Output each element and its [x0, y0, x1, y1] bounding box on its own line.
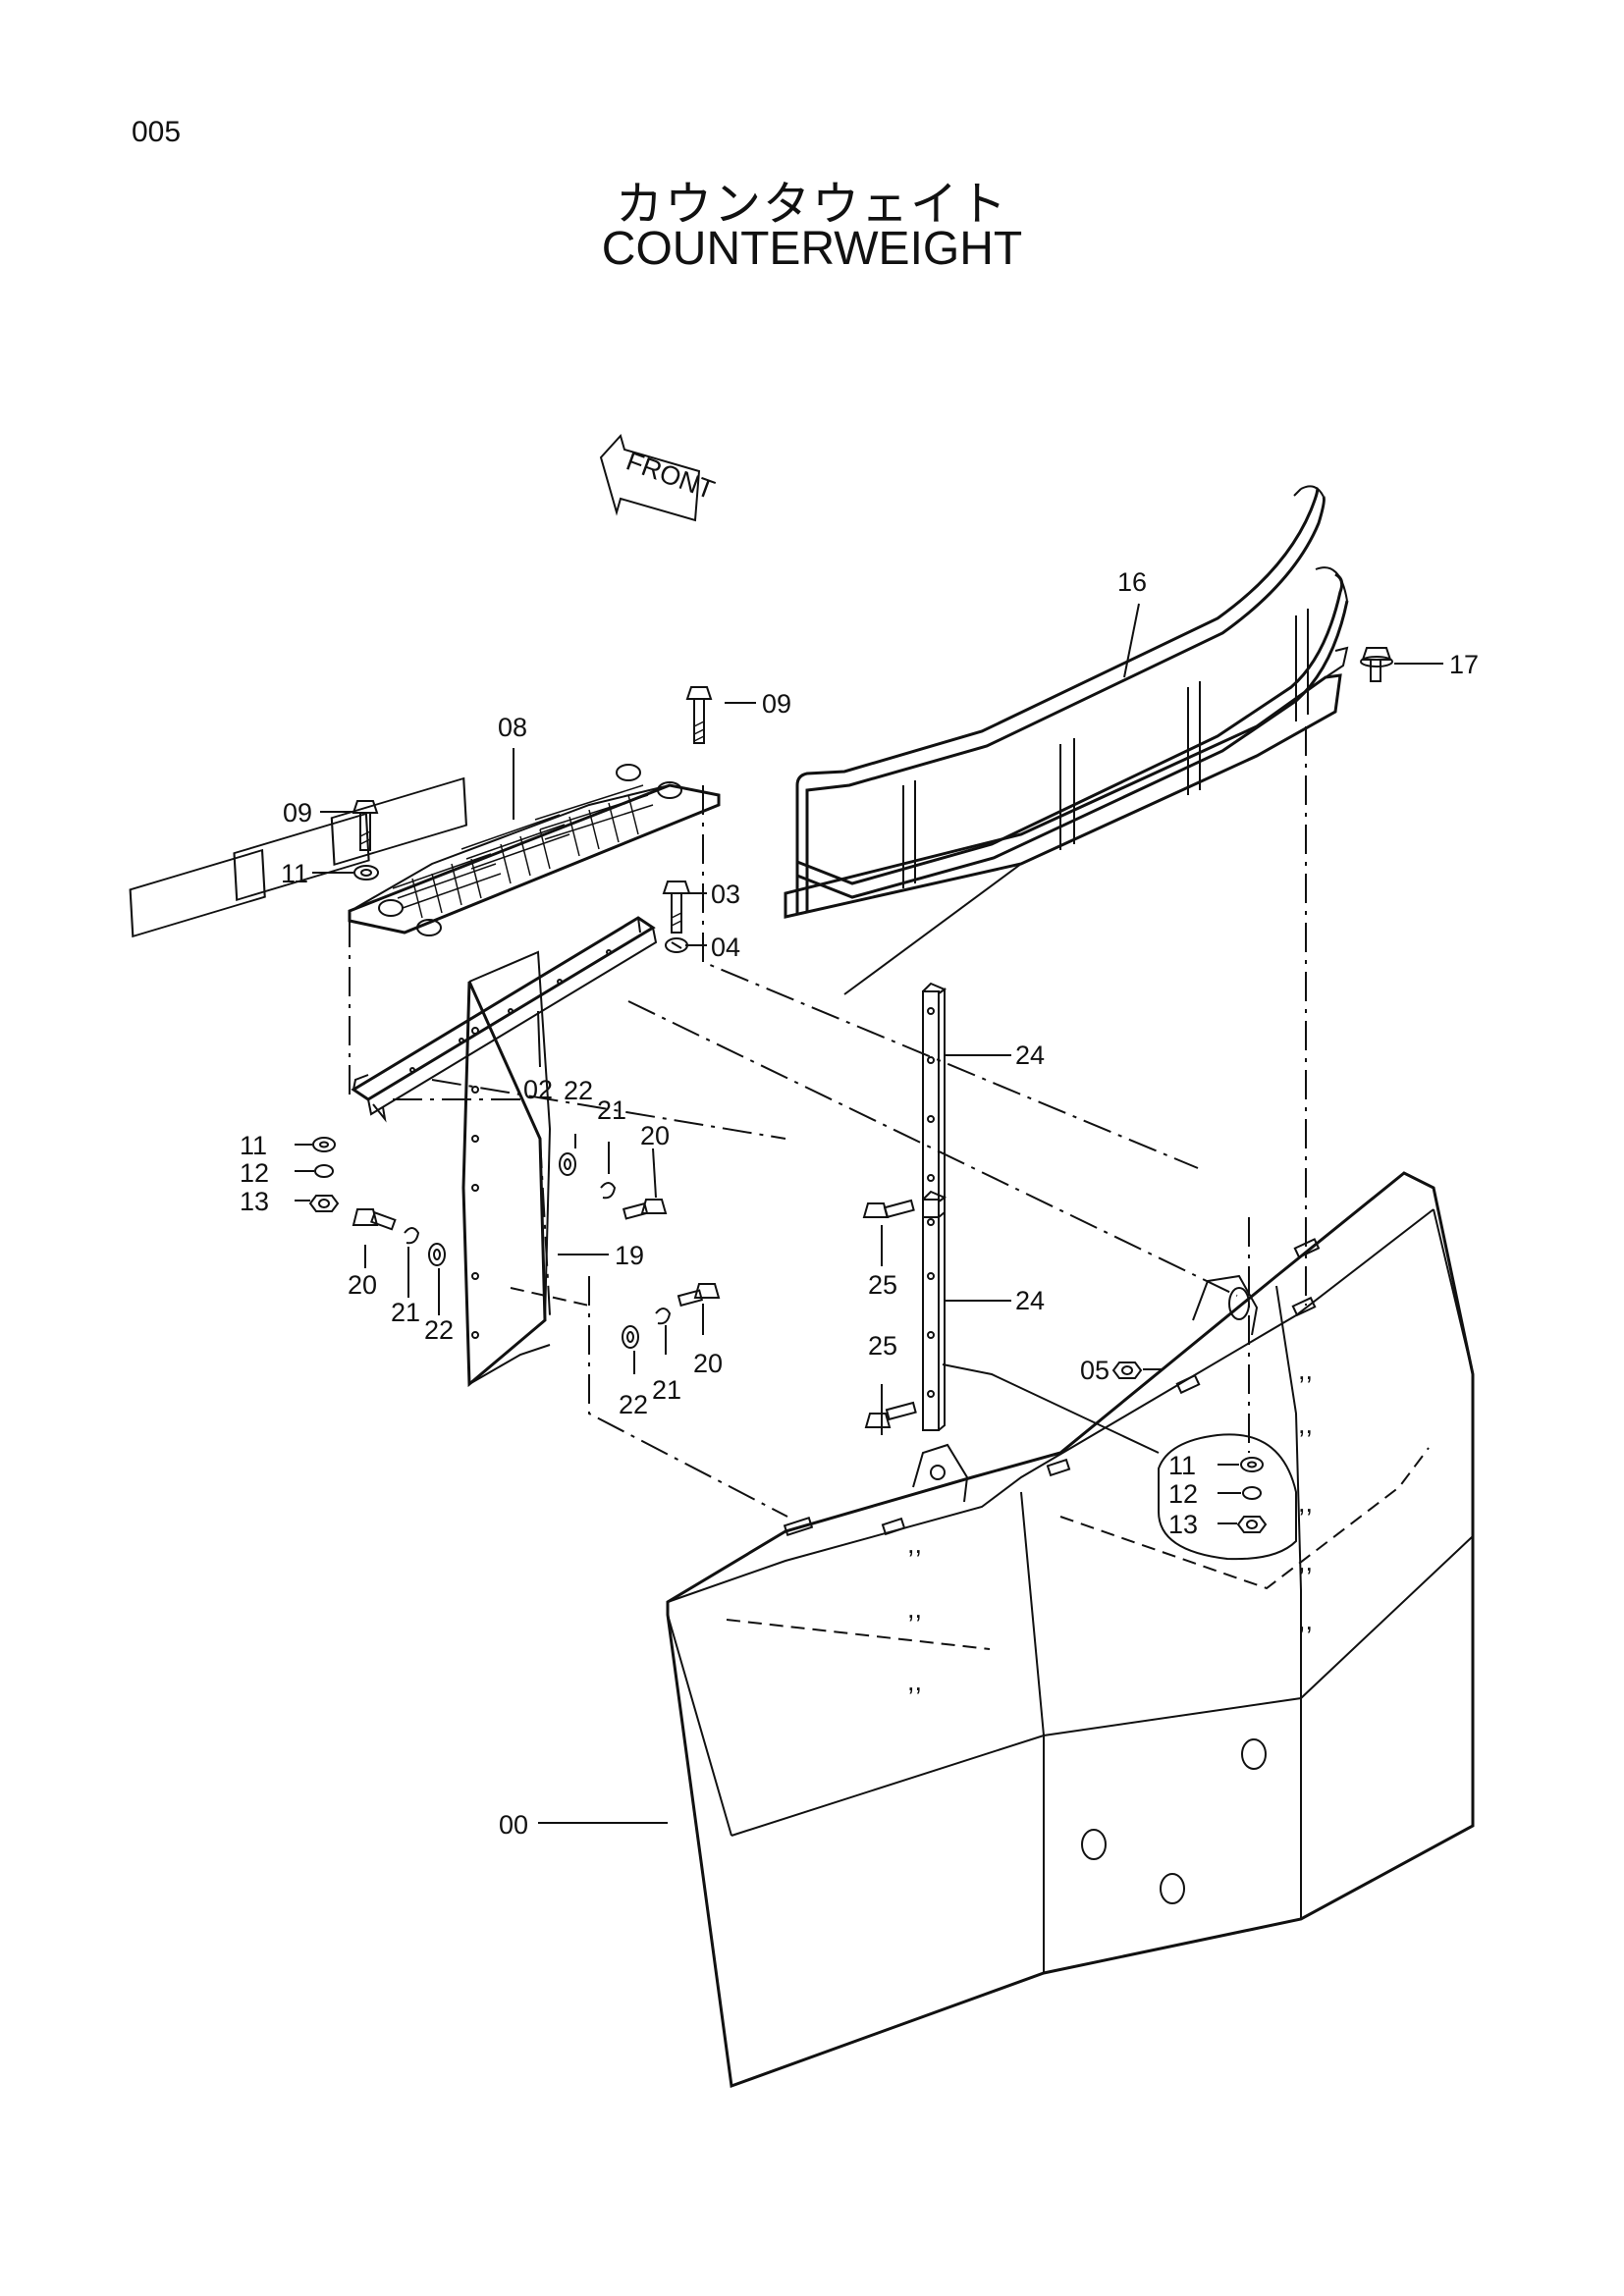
label-part-12-left: 12 — [240, 1158, 269, 1188]
bolt-20-lower — [677, 1283, 721, 1308]
label-part-11-left: 11 — [240, 1131, 267, 1160]
label-part-22-left: 22 — [424, 1315, 454, 1345]
label-part-13-left: 13 — [240, 1187, 269, 1216]
label-part-12-right: 12 — [1168, 1479, 1198, 1509]
label-part-08: 08 — [498, 713, 527, 742]
counterweight-body: ,, ,, ,, ,, ,, ,, ,, ,, — [666, 1171, 1475, 2089]
svg-text:,,: ,, — [1298, 1410, 1313, 1439]
stay-plates — [922, 982, 947, 1431]
label-part-24-lower: 24 — [1015, 1286, 1045, 1315]
bolt-20-upper — [622, 1199, 668, 1220]
label-part-13-right: 13 — [1168, 1510, 1198, 1539]
label-part-16: 16 — [1117, 567, 1147, 597]
front-arrow-label: FRONT — [623, 446, 719, 505]
handrail — [784, 485, 1349, 995]
side-bracket — [461, 950, 552, 1388]
label-part-20-left: 20 — [348, 1270, 377, 1300]
svg-text:,,: ,, — [1298, 1356, 1313, 1385]
label-part-00: 00 — [499, 1810, 528, 1840]
title-english: COUNTERWEIGHT — [601, 223, 1023, 275]
label-part-20-lower: 20 — [693, 1349, 723, 1378]
front-arrow: FRONT — [599, 433, 719, 522]
label-part-22-lower: 22 — [619, 1390, 648, 1419]
svg-text:,,: ,, — [907, 1529, 922, 1559]
bolt-09-upper — [685, 686, 713, 744]
label-part-11-right: 11 — [1168, 1451, 1196, 1480]
bolt-17 — [1360, 647, 1393, 682]
svg-text:,,: ,, — [907, 1667, 922, 1696]
label-part-25-lower: 25 — [868, 1331, 897, 1361]
bolt-20-left — [352, 1208, 397, 1231]
label-part-21-lower: 21 — [652, 1375, 681, 1405]
label-part-25-upper: 25 — [868, 1270, 897, 1300]
label-part-20-upper: 20 — [640, 1121, 670, 1150]
svg-text:,,: ,, — [907, 1594, 922, 1624]
bolt-25-upper — [862, 1199, 915, 1219]
label-part-03: 03 — [711, 880, 740, 909]
svg-text:,,: ,, — [1298, 1488, 1313, 1518]
label-part-21-left: 21 — [391, 1298, 420, 1327]
label-part-11-upper: 11 — [281, 859, 308, 888]
label-part-09-upper: 09 — [762, 689, 791, 719]
bolt-09-left — [352, 800, 379, 851]
mounting-rail — [351, 916, 658, 1123]
svg-text:,,: ,, — [1298, 1606, 1313, 1635]
label-part-04: 04 — [711, 933, 740, 962]
label-part-09-left: 09 — [283, 798, 312, 828]
label-part-22-upper: 22 — [564, 1076, 593, 1105]
title-japanese: カウンタウェイト — [615, 177, 1008, 232]
bolt-03 — [662, 881, 691, 934]
label-part-21-upper: 21 — [597, 1095, 626, 1125]
walkway-plate — [129, 764, 721, 938]
label-part-19: 19 — [615, 1241, 644, 1270]
label-part-24-upper: 24 — [1015, 1041, 1045, 1070]
svg-text:,,: ,, — [1298, 1547, 1313, 1576]
page-number: 005 — [132, 116, 182, 148]
bolt-25-lower — [864, 1401, 917, 1428]
label-part-02: 02 — [523, 1075, 553, 1104]
label-part-17: 17 — [1449, 650, 1479, 679]
label-part-05: 05 — [1080, 1356, 1110, 1385]
